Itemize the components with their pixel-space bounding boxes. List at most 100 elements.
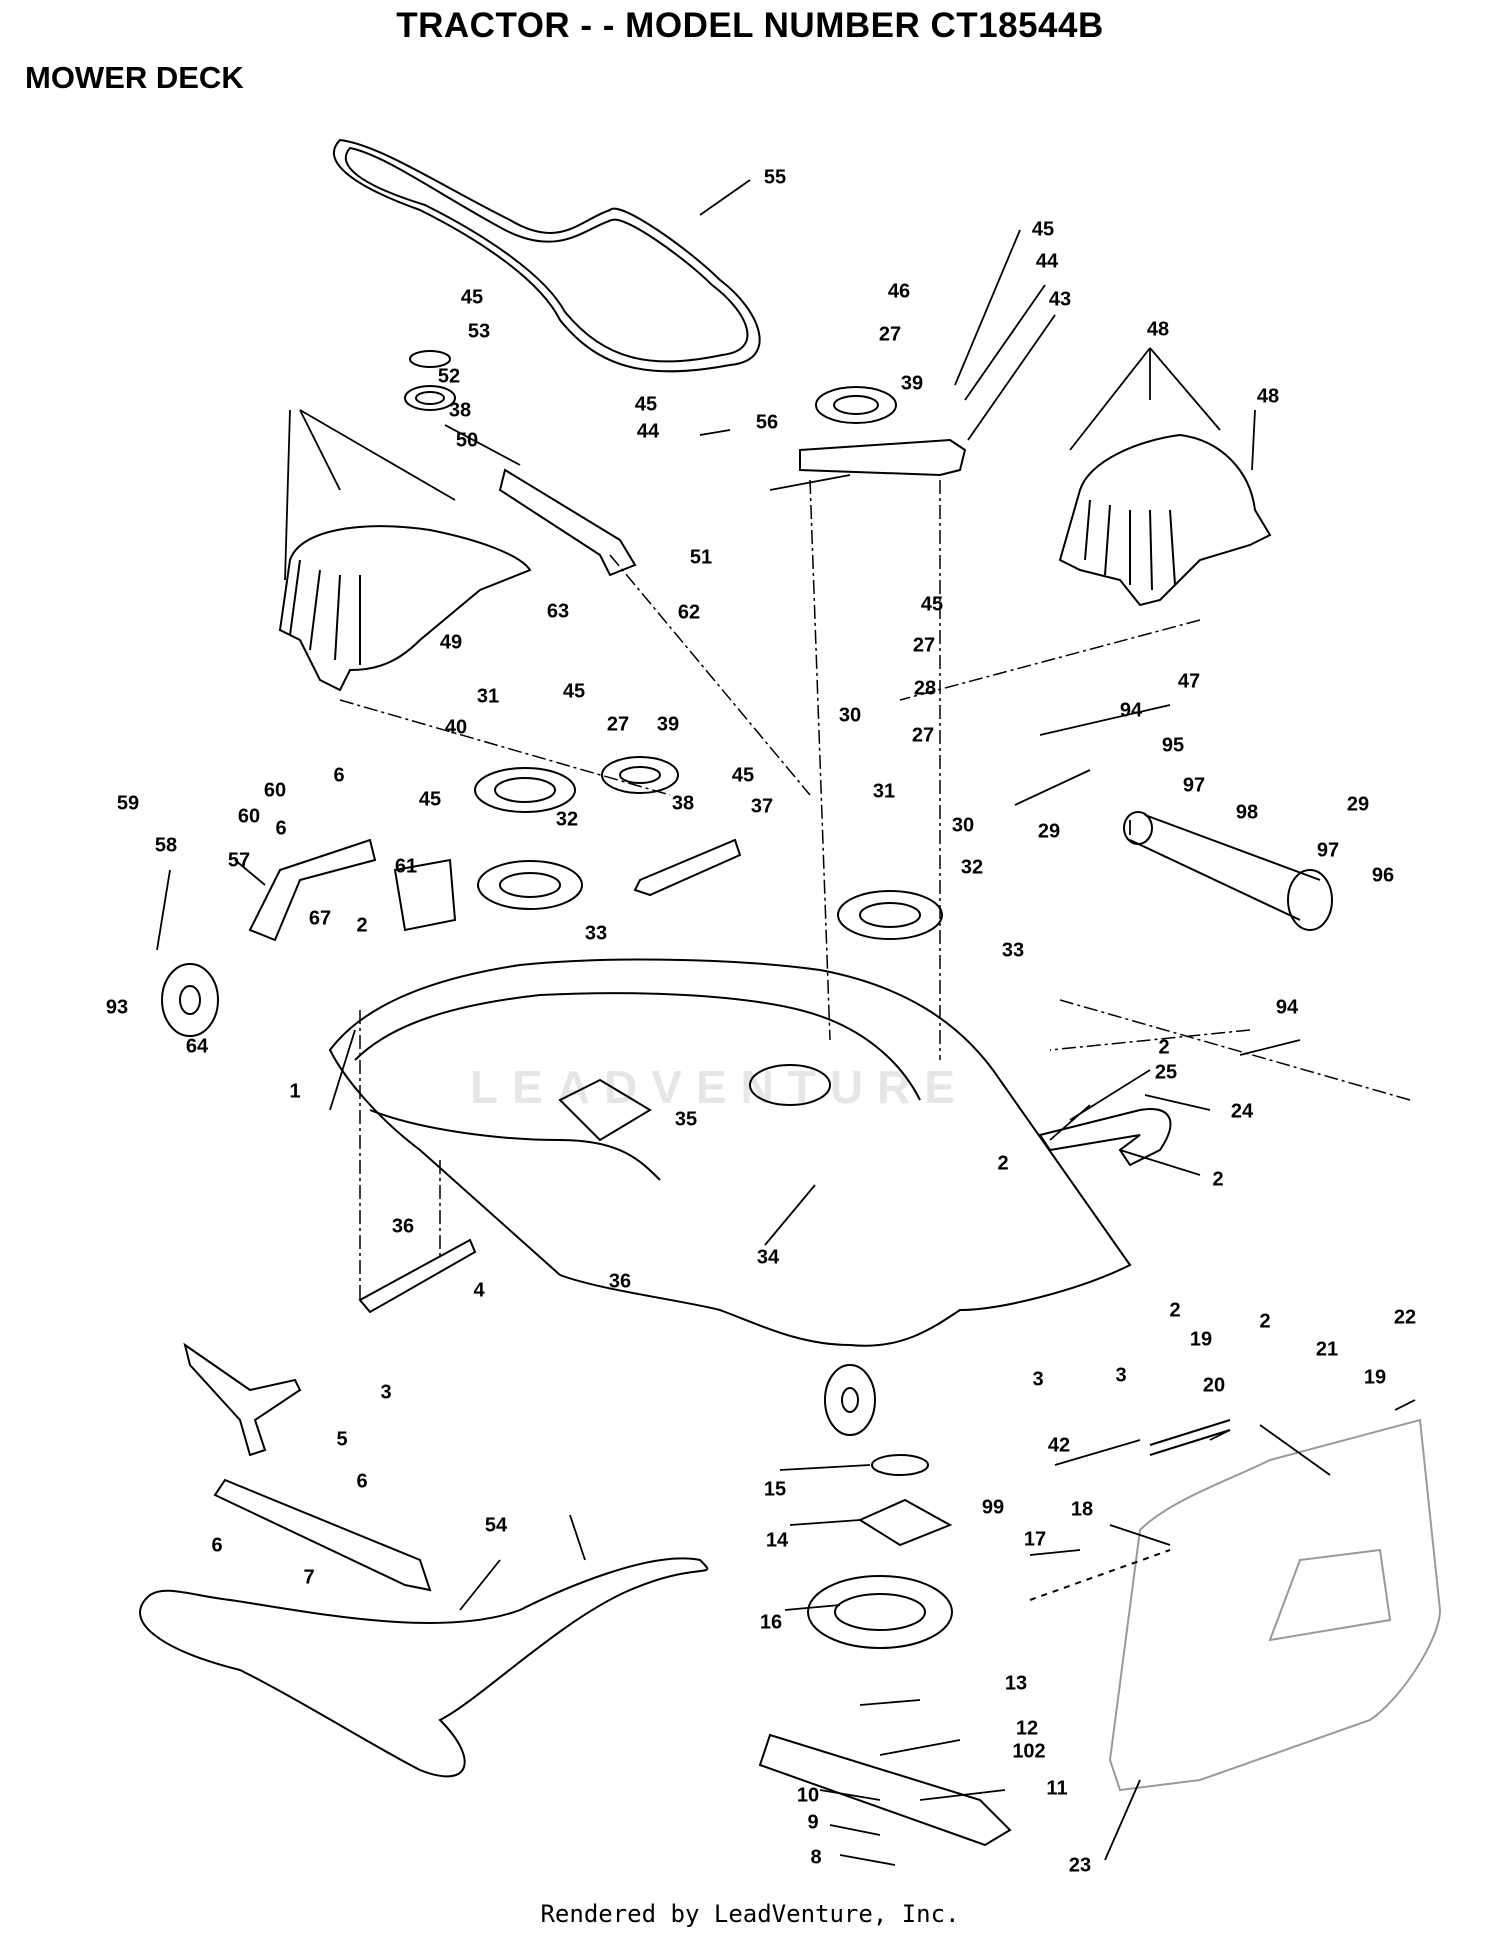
callout-label: 45: [920, 593, 944, 616]
callout-label: 11: [1046, 1777, 1068, 1800]
callout-label: 2: [1169, 1299, 1181, 1322]
callout-label: 49: [439, 631, 463, 654]
callout-label: 19: [1363, 1366, 1387, 1389]
callout-label: 20: [1202, 1374, 1226, 1397]
callout-label: 98: [1235, 801, 1259, 824]
callout-label: 94: [1119, 699, 1143, 722]
callout-label: 13: [1004, 1672, 1028, 1695]
callout-label: 36: [608, 1270, 632, 1293]
callout-label: 2: [356, 914, 368, 937]
callout-label: 96: [1371, 864, 1395, 887]
callout-label: 16: [759, 1611, 783, 1634]
callout-label: 43: [1048, 288, 1072, 311]
link-7-drawing: [213, 1478, 432, 1592]
callout-label: 38: [671, 792, 695, 815]
callout-label: 2: [997, 1152, 1009, 1175]
callout-label: 33: [584, 922, 608, 945]
callout-label: 32: [960, 856, 984, 879]
callout-label: 94: [1275, 996, 1299, 1019]
bracket-24-drawing: [1038, 1108, 1172, 1167]
callout-label: 34: [756, 1246, 780, 1269]
callout-label: 31: [872, 780, 896, 803]
callout-label: 102: [1012, 1740, 1046, 1763]
callout-label: 42: [1047, 1434, 1071, 1457]
callout-label: 37: [750, 795, 774, 818]
callout-label: 60: [263, 779, 287, 802]
page-title: TRACTOR - - MODEL NUMBER CT18544B: [396, 6, 1104, 45]
callout-label: 6: [211, 1534, 223, 1557]
callout-label: 44: [636, 420, 660, 443]
callout-label: 51: [689, 546, 713, 569]
callout-label: 3: [1115, 1364, 1127, 1387]
callout-label: 27: [606, 713, 630, 736]
callout-label: 99: [981, 1496, 1005, 1519]
callout-label: 10: [796, 1784, 820, 1807]
gauge-wheel-drawing: [824, 1364, 876, 1436]
callout-label: 6: [356, 1470, 368, 1493]
pulleys-drawing: [161, 350, 943, 1106]
callout-label: 63: [546, 600, 570, 623]
callout-label: 93: [105, 996, 129, 1019]
callout-label: 15: [763, 1478, 787, 1501]
lift-arm-57-drawing: [248, 838, 377, 942]
callout-label: 2: [1158, 1036, 1170, 1059]
callout-label: 1: [289, 1080, 301, 1103]
callout-label: 44: [1035, 250, 1059, 273]
callout-label: 30: [951, 814, 975, 837]
callout-label: 31: [476, 685, 500, 708]
callout-label: 38: [448, 399, 472, 422]
bracket-5-drawing: [183, 1342, 302, 1457]
belt-54-drawing: [139, 1557, 709, 1778]
callout-label: 40: [444, 716, 468, 739]
callout-label: 29: [1346, 793, 1370, 816]
callout-label: 23: [1068, 1854, 1092, 1877]
callout-label: 60: [237, 805, 261, 828]
belt-55-drawing: [333, 138, 761, 373]
callout-label: 52: [437, 365, 461, 388]
callout-label: 32: [555, 808, 579, 831]
idler-arm-43-drawing: [799, 438, 967, 477]
callout-label: 62: [677, 601, 701, 624]
callout-label: 61: [394, 855, 418, 878]
callout-label: 39: [656, 713, 680, 736]
callout-label: 54: [484, 1514, 508, 1537]
callout-label: 67: [308, 907, 332, 930]
spindle-assembly-drawing: [758, 1454, 1012, 1847]
callout-label: 53: [467, 320, 491, 343]
leader-lines: [156, 179, 1416, 1866]
callout-label: 25: [1154, 1061, 1178, 1084]
watermark: LEADVENTURE: [470, 1061, 970, 1113]
bracket-50-drawing: [498, 468, 637, 577]
callout-label: 27: [911, 724, 935, 747]
callout-label: 12: [1015, 1717, 1039, 1740]
callout-label: 14: [765, 1529, 789, 1552]
callout-label: 19: [1189, 1328, 1213, 1351]
callout-label: 45: [634, 393, 658, 416]
callout-label: 59: [116, 792, 140, 815]
callout-label: 17: [1023, 1528, 1047, 1551]
callout-label: 64: [185, 1035, 209, 1058]
callout-label: 9: [807, 1811, 819, 1834]
belt-cover-49-drawing: [278, 525, 532, 692]
callout-label: 8: [810, 1846, 822, 1869]
callout-label: 7: [303, 1566, 315, 1589]
callout-label: 50: [455, 429, 479, 452]
callout-label: 6: [333, 764, 345, 787]
callout-label: 29: [1037, 820, 1061, 843]
tractor-body-23-drawing: [1108, 1418, 1442, 1792]
footer-credit: Rendered by LeadVenture, Inc.: [540, 1900, 960, 1928]
callout-label: 35: [674, 1108, 698, 1131]
link-4-drawing: [358, 1238, 477, 1314]
callout-label: 45: [460, 286, 484, 309]
callout-label: 2: [1259, 1310, 1271, 1333]
shaft-17-drawing: [1029, 1549, 1171, 1601]
callout-label: 55: [763, 166, 787, 189]
callout-label: 97: [1316, 839, 1340, 862]
callout-label: 24: [1230, 1100, 1254, 1123]
callout-label: 5: [336, 1428, 348, 1451]
belt-cover-47-drawing: [1058, 433, 1272, 607]
callout-label: 48: [1146, 318, 1170, 341]
bracket-61-drawing: [393, 858, 457, 932]
callout-label: 22: [1393, 1306, 1417, 1329]
